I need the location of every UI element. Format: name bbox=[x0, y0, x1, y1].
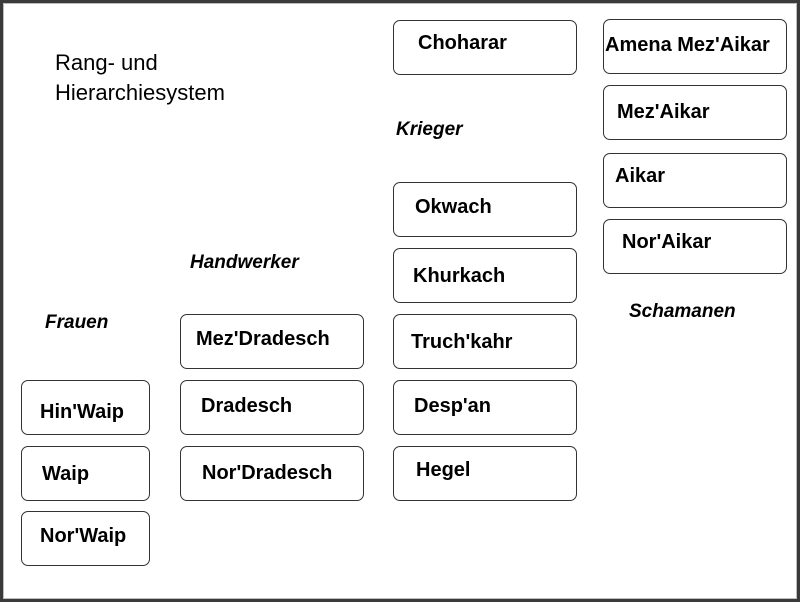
rank-label: Nor'Waip bbox=[40, 525, 127, 547]
rank-box-krieger-4: Truch'kahr bbox=[393, 314, 577, 369]
rank-label: Nor'Dradesch bbox=[202, 462, 333, 484]
title-line-2: Hierarchiesystem bbox=[55, 80, 225, 105]
rank-box-schamanen-2: Mez'Aikar bbox=[603, 85, 787, 140]
rank-box-handwerker-3: Nor'Dradesch bbox=[180, 446, 364, 501]
rank-box-krieger-3: Khurkach bbox=[393, 248, 577, 303]
rank-label: Okwach bbox=[415, 196, 492, 218]
rank-box-krieger-1: Choharar bbox=[393, 20, 577, 75]
rank-label: Dradesch bbox=[201, 395, 293, 417]
group-label-krieger: Krieger bbox=[396, 119, 463, 140]
rank-label: Mez'Aikar bbox=[617, 101, 710, 123]
rank-label: Khurkach bbox=[413, 265, 506, 287]
rank-box-schamanen-3: Aikar bbox=[603, 153, 787, 208]
rank-box-frauen-1: Hin'Waip bbox=[21, 380, 150, 435]
rank-box-schamanen-1: Amena Mez'Aikar bbox=[603, 19, 787, 74]
rank-label: Aikar bbox=[615, 165, 666, 187]
group-label-frauen: Frauen bbox=[45, 312, 109, 333]
rank-box-handwerker-2: Dradesch bbox=[180, 380, 364, 435]
rank-box-frauen-3: Nor'Waip bbox=[21, 511, 150, 566]
rank-box-frauen-2: Waip bbox=[21, 446, 150, 501]
rank-label: Amena Mez'Aikar bbox=[605, 34, 770, 56]
group-label-handwerker: Handwerker bbox=[190, 252, 299, 273]
title-line-1: Rang- und bbox=[55, 50, 158, 75]
rank-box-krieger-6: Hegel bbox=[393, 446, 577, 501]
rank-label: Mez'Dradesch bbox=[196, 328, 330, 350]
rank-label: Choharar bbox=[418, 32, 507, 54]
rank-label: Hegel bbox=[416, 459, 471, 481]
rank-box-schamanen-4: Nor'Aikar bbox=[603, 219, 787, 274]
rank-box-krieger-5: Desp'an bbox=[393, 380, 577, 435]
rank-label: Waip bbox=[42, 463, 90, 485]
rank-box-krieger-2: Okwach bbox=[393, 182, 577, 237]
rank-box-handwerker-1: Mez'Dradesch bbox=[180, 314, 364, 369]
rank-label: Truch'kahr bbox=[411, 331, 513, 353]
rank-label: Hin'Waip bbox=[40, 401, 125, 423]
diagram-title: Rang- und Hierarchiesystem bbox=[55, 48, 225, 108]
group-label-schamanen: Schamanen bbox=[629, 301, 736, 322]
rank-label: Desp'an bbox=[414, 395, 492, 417]
rank-label: Nor'Aikar bbox=[622, 231, 712, 253]
